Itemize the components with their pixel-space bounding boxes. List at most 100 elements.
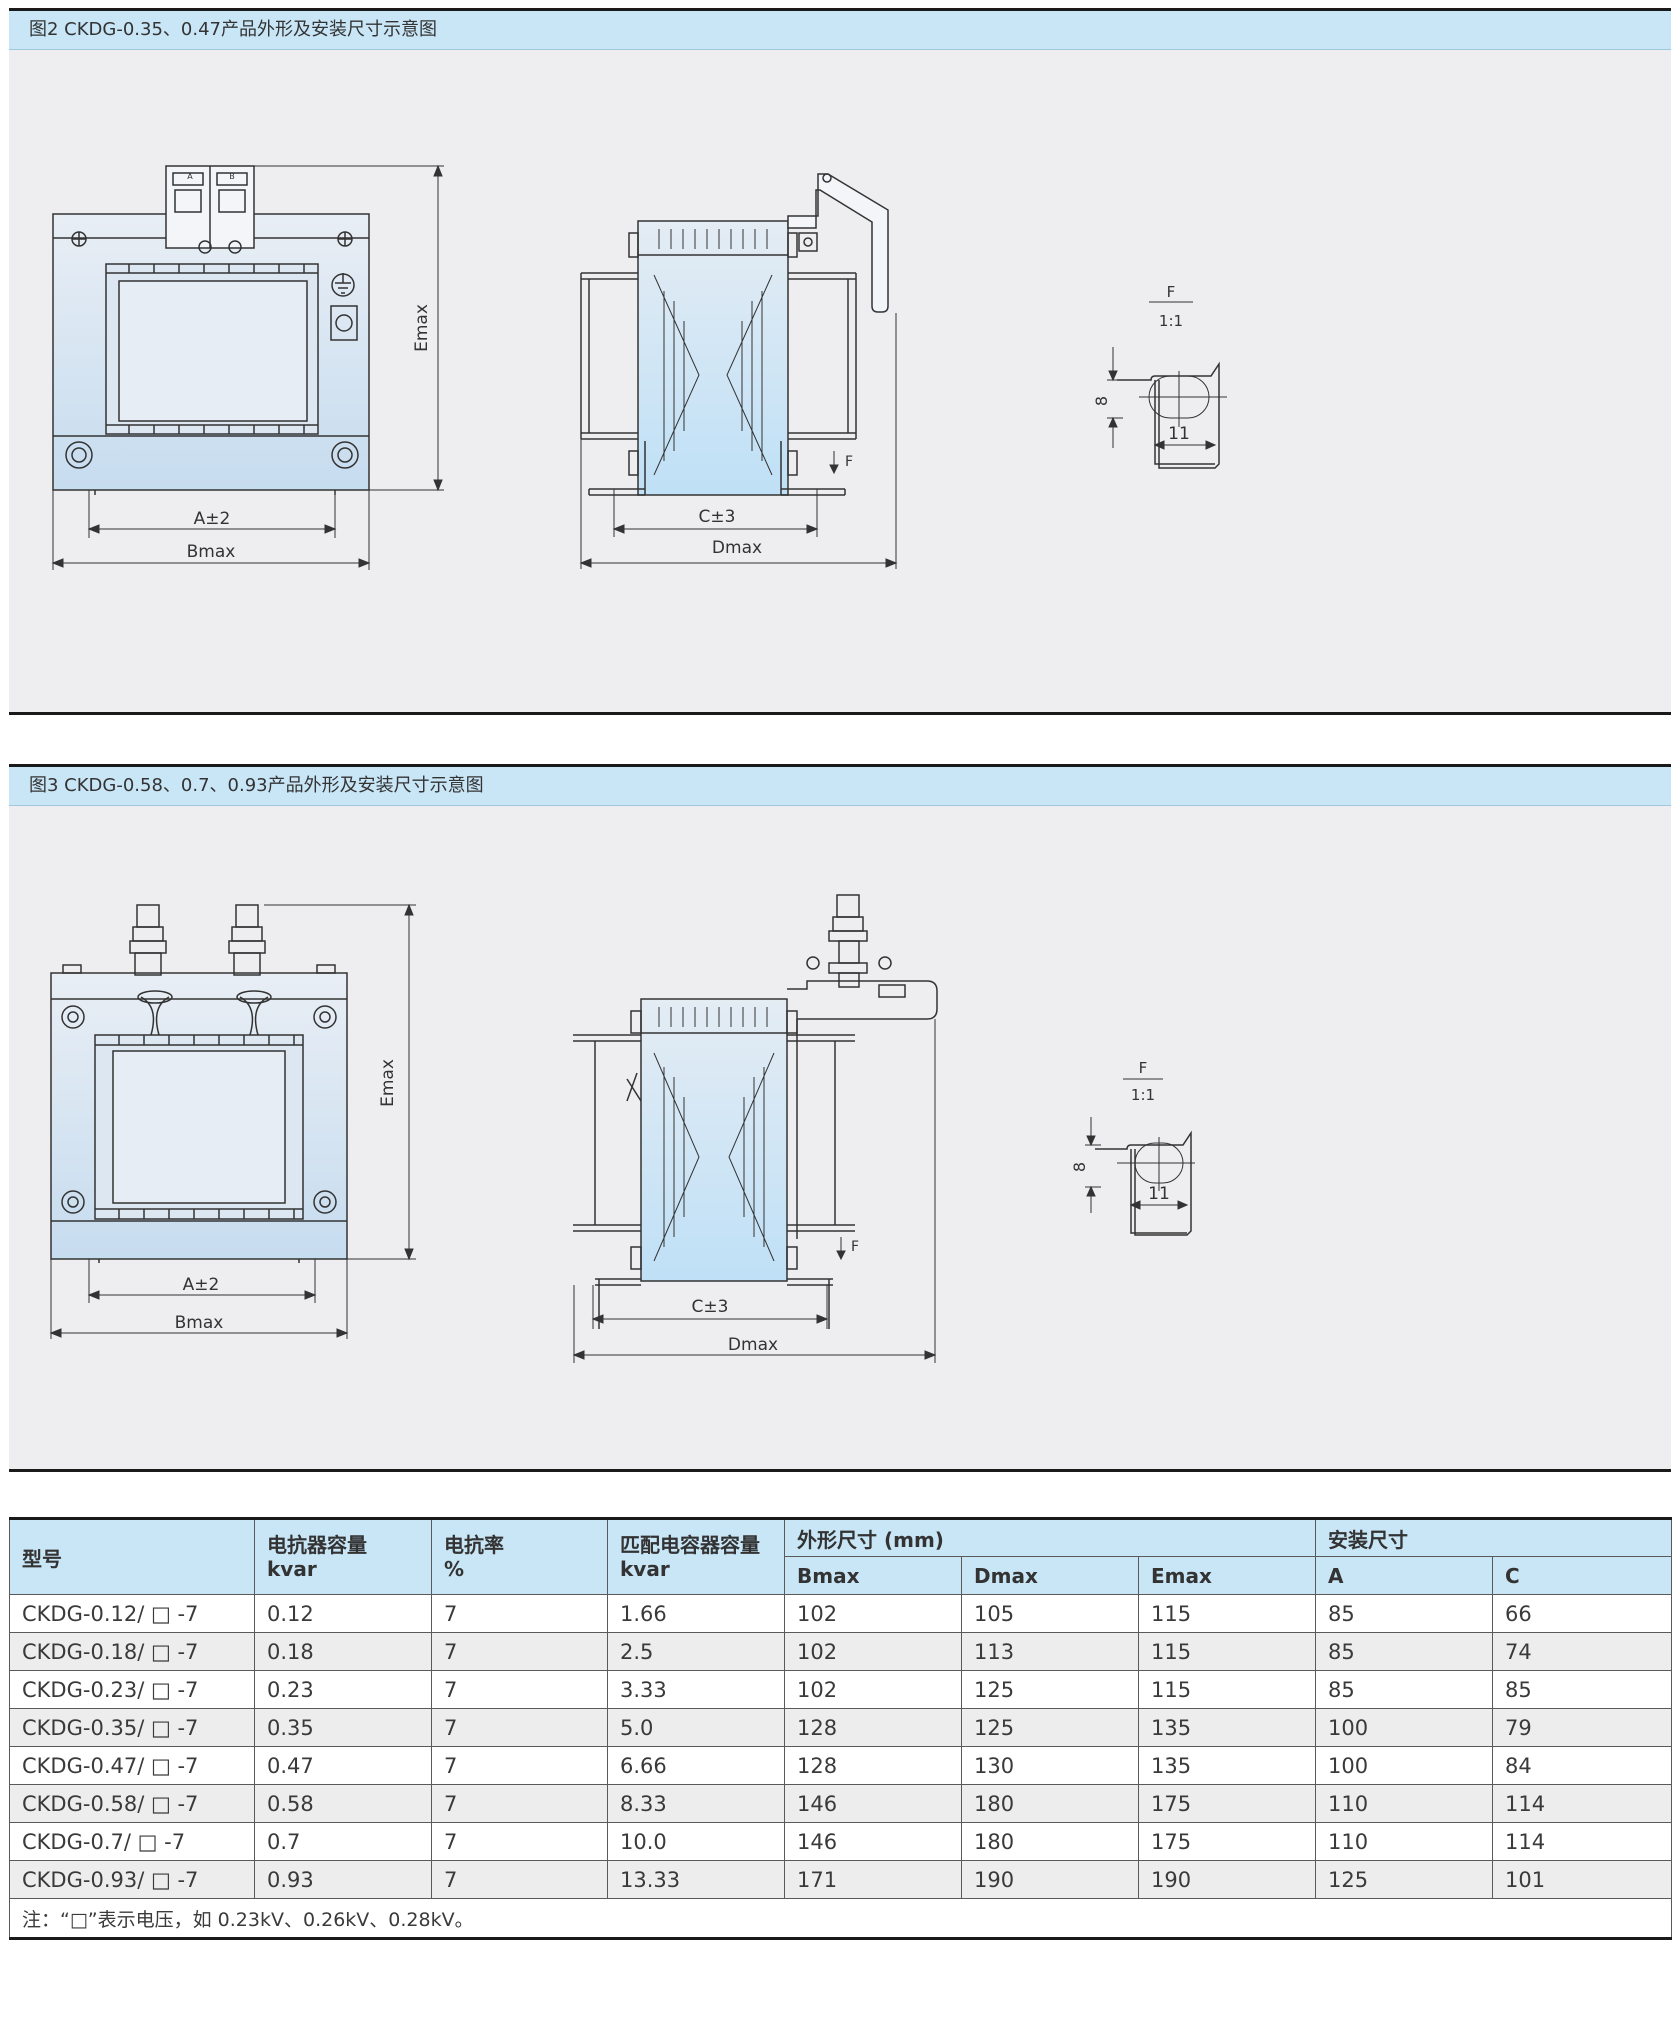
cell-reactance-rate: 7: [431, 1632, 608, 1671]
cell-reactor-capacity: 0.23: [254, 1670, 432, 1709]
dim-c-label: C±3: [699, 507, 736, 527]
dim-d-label: Dmax: [728, 1335, 778, 1355]
header-bmax: Bmax: [784, 1556, 962, 1595]
cell-dmax: 125: [961, 1708, 1139, 1747]
cell-reactance-rate: 7: [431, 1594, 608, 1633]
cell-capacitor-capacity: 13.33: [607, 1860, 785, 1899]
cell-emax: 135: [1138, 1708, 1316, 1747]
cell-c: 114: [1492, 1822, 1672, 1861]
cell-reactor-capacity: 0.35: [254, 1708, 432, 1747]
cell-model: CKDG-0.93/ □ -7: [9, 1860, 255, 1899]
cell-dmax: 130: [961, 1746, 1139, 1785]
cell-a: 100: [1315, 1746, 1493, 1785]
f-marker-label: F: [851, 1239, 859, 1255]
slot-width-label: 11: [1168, 424, 1190, 444]
cell-a: 110: [1315, 1784, 1493, 1823]
terminal-b-label: B: [229, 172, 235, 181]
cell-emax: 190: [1138, 1860, 1316, 1899]
front-dimensions: [49, 903, 416, 1339]
cell-a: 85: [1315, 1670, 1493, 1709]
detail-f: [1085, 1078, 1195, 1236]
cell-emax: 175: [1138, 1784, 1316, 1823]
cell-capacitor-capacity: 3.33: [607, 1670, 785, 1709]
cell-capacitor-capacity: 5.0: [607, 1708, 785, 1747]
dim-b-label: Bmax: [187, 542, 236, 562]
detail-f-label: F: [1139, 1059, 1148, 1077]
cell-reactor-capacity: 0.47: [254, 1746, 432, 1785]
front-dimensions: [51, 164, 444, 570]
cell-dmax: 180: [961, 1822, 1139, 1861]
cell-reactor-capacity: 0.58: [254, 1784, 432, 1823]
side-view: [580, 173, 889, 496]
side-dimensions: [579, 313, 898, 569]
front-view: [50, 904, 348, 1263]
cell-capacitor-capacity: 6.66: [607, 1746, 785, 1785]
cell-a: 85: [1315, 1632, 1493, 1671]
slot-height-label: 8: [1092, 396, 1111, 406]
cell-model: CKDG-0.58/ □ -7: [9, 1784, 255, 1823]
cell-capacitor-capacity: 2.5: [607, 1632, 785, 1671]
figure-2-panel: 图2 CKDG-0.35、0.47产品外形及安装尺寸示意图: [9, 8, 1671, 715]
cell-c: 66: [1492, 1594, 1672, 1633]
cell-emax: 115: [1138, 1632, 1316, 1671]
cell-reactor-capacity: 0.93: [254, 1860, 432, 1899]
terminal-a-label: A: [187, 172, 193, 181]
cell-model: CKDG-0.23/ □ -7: [9, 1670, 255, 1709]
cell-emax: 175: [1138, 1822, 1316, 1861]
dim-d-label: Dmax: [712, 538, 762, 558]
cell-dmax: 180: [961, 1784, 1139, 1823]
cell-bmax: 102: [784, 1670, 962, 1709]
detail-f: [1107, 301, 1227, 469]
cell-model: CKDG-0.12/ □ -7: [9, 1594, 255, 1633]
dim-b-label: Bmax: [175, 1313, 224, 1333]
cell-bmax: 146: [784, 1822, 962, 1861]
cell-dmax: 113: [961, 1632, 1139, 1671]
slot-width-label: 11: [1148, 1184, 1170, 1204]
cell-reactance-rate: 7: [431, 1860, 608, 1899]
cell-dmax: 105: [961, 1594, 1139, 1633]
cell-c: 101: [1492, 1860, 1672, 1899]
detail-f-label: F: [1167, 283, 1176, 301]
header-mounting-dimensions: 安装尺寸: [1315, 1517, 1672, 1557]
header-dmax: Dmax: [961, 1556, 1139, 1595]
table-note: 注：“□”表示电压，如 0.23kV、0.26kV、0.28kV。: [9, 1898, 1672, 1940]
cell-bmax: 128: [784, 1708, 962, 1747]
side-view: [573, 894, 938, 1329]
cell-a: 125: [1315, 1860, 1493, 1899]
cell-dmax: 190: [961, 1860, 1139, 1899]
figure-2-drawing: A B A±2 Bmax Emax: [51, 164, 1227, 570]
cell-reactor-capacity: 0.12: [254, 1594, 432, 1633]
cell-bmax: 146: [784, 1784, 962, 1823]
cell-model: CKDG-0.18/ □ -7: [9, 1632, 255, 1671]
cell-reactance-rate: 7: [431, 1784, 608, 1823]
cell-reactance-rate: 7: [431, 1822, 608, 1861]
cell-capacitor-capacity: 8.33: [607, 1784, 785, 1823]
cell-emax: 115: [1138, 1594, 1316, 1633]
figure-2-title: 图2 CKDG-0.35、0.47产品外形及安装尺寸示意图: [9, 11, 1671, 50]
slot-height-label: 8: [1070, 1162, 1089, 1172]
header-emax: Emax: [1138, 1556, 1316, 1595]
cell-c: 114: [1492, 1784, 1672, 1823]
header-reactance-rate: 电抗率%: [431, 1517, 608, 1595]
cell-dmax: 125: [961, 1670, 1139, 1709]
cell-reactance-rate: 7: [431, 1746, 608, 1785]
front-view: [52, 165, 370, 495]
cell-bmax: 128: [784, 1746, 962, 1785]
cell-bmax: 171: [784, 1860, 962, 1899]
figure-3-panel: 图3 CKDG-0.58、0.7、0.93产品外形及安装尺寸示意图: [9, 764, 1671, 1472]
detail-scale-label: 1:1: [1159, 312, 1183, 330]
f-marker-label: F: [845, 454, 853, 470]
cell-c: 79: [1492, 1708, 1672, 1747]
header-model: 型号: [9, 1517, 255, 1595]
cell-c: 85: [1492, 1670, 1672, 1709]
figure-3-drawing: A±2 Bmax Emax: [49, 894, 1195, 1363]
cell-emax: 135: [1138, 1746, 1316, 1785]
detail-scale-label: 1:1: [1131, 1086, 1155, 1104]
cell-reactor-capacity: 0.18: [254, 1632, 432, 1671]
